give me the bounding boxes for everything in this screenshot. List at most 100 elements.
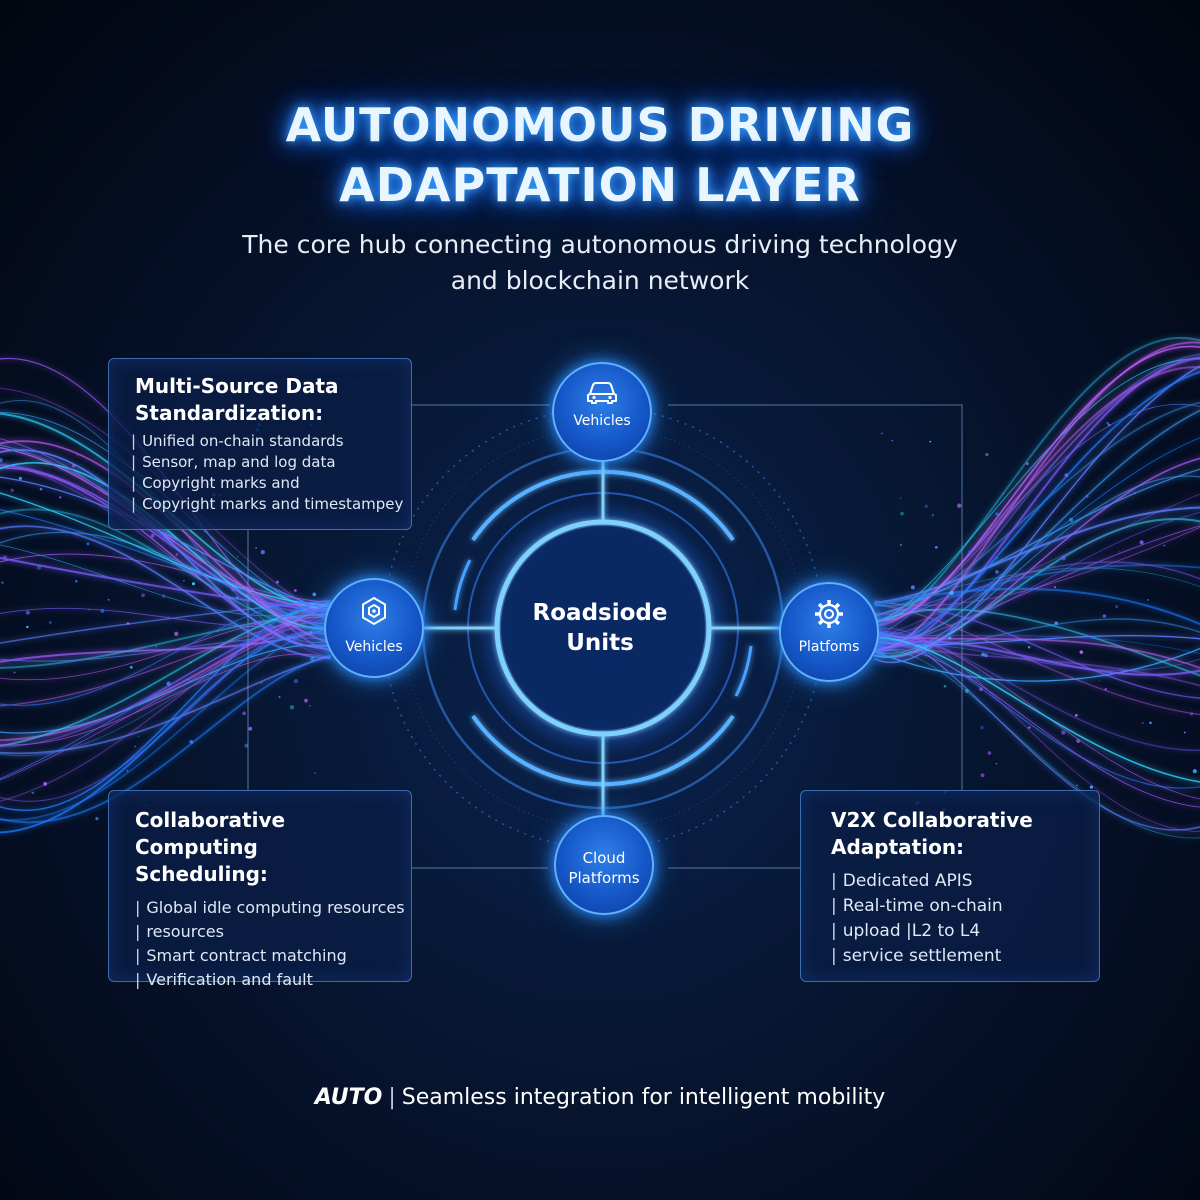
- light-stream: [875, 338, 1200, 622]
- light-particle: [965, 689, 969, 693]
- light-particle: [248, 727, 252, 731]
- light-stream: [0, 556, 330, 612]
- light-particle: [43, 782, 47, 786]
- light-particle: [290, 705, 294, 709]
- light-particle: [175, 553, 178, 556]
- list-item: |Dedicated APIS: [831, 869, 1099, 894]
- light-particle: [900, 544, 902, 546]
- light-particle: [1054, 621, 1057, 624]
- node-label-line-1: Cloud: [556, 849, 652, 868]
- node-vehicles-top[interactable]: Vehicles: [552, 362, 652, 462]
- light-particle: [1184, 732, 1186, 734]
- light-particle: [314, 604, 316, 606]
- light-particle: [14, 672, 16, 674]
- light-particle: [77, 454, 79, 456]
- node-label: Vehicles: [326, 638, 422, 657]
- light-particle: [193, 711, 195, 713]
- light-particle: [996, 557, 998, 559]
- light-particle: [985, 453, 988, 456]
- light-particle: [1142, 722, 1144, 724]
- light-particle: [925, 505, 929, 509]
- list-item: |resources: [135, 920, 411, 944]
- light-particle: [1, 582, 3, 584]
- node-platforms-right[interactable]: Platfoms: [779, 582, 879, 682]
- light-particle: [1140, 540, 1144, 544]
- list-item: |Sensor, map and log data: [131, 452, 411, 473]
- light-particle: [32, 792, 34, 794]
- light-particle: [40, 488, 43, 491]
- light-particle: [957, 504, 961, 508]
- node-vehicles-left[interactable]: Vehicles: [324, 578, 424, 678]
- light-particle: [1061, 730, 1065, 734]
- light-stream: [0, 627, 330, 747]
- right-light-streams: [875, 338, 1200, 838]
- light-particle: [1106, 422, 1109, 425]
- light-particle: [141, 593, 145, 597]
- light-particle: [276, 581, 279, 584]
- light-particle: [968, 550, 972, 554]
- light-particle: [294, 679, 298, 683]
- light-particle: [261, 550, 265, 554]
- light-particle: [900, 497, 901, 498]
- panel-title-line-2: Standardization:: [135, 400, 411, 427]
- panel-title-line-1: V2X Collaborative: [831, 807, 1099, 834]
- light-particle: [950, 591, 954, 595]
- light-particle: [174, 632, 178, 636]
- light-particle: [911, 585, 915, 589]
- light-particle: [294, 589, 297, 592]
- list-item: |upload |L2 to L4: [831, 919, 1099, 944]
- light-particle: [984, 653, 988, 657]
- light-particle: [310, 657, 314, 661]
- light-particle: [314, 772, 316, 774]
- light-particle: [236, 596, 239, 599]
- light-particle: [312, 593, 316, 597]
- hub-label-line-1: Roadsiode: [500, 598, 700, 628]
- light-particle: [1099, 680, 1100, 681]
- node-label-line-2: Platforms: [556, 869, 652, 888]
- hub-label-line-2: Units: [500, 628, 700, 658]
- light-particle: [130, 666, 133, 669]
- title-line-1: AUTONOMOUS DRIVING: [0, 98, 1200, 152]
- light-particle: [951, 627, 953, 629]
- light-particle: [309, 705, 310, 706]
- light-particle: [1134, 492, 1136, 494]
- light-particle: [1115, 605, 1118, 608]
- light-particle: [1069, 518, 1073, 522]
- node-cloud-platforms[interactable]: Cloud Platforms: [554, 815, 654, 915]
- list-item: |Unified on-chain standards: [131, 431, 411, 452]
- list-item: |Global idle computing resources: [135, 896, 411, 920]
- light-particle: [1003, 493, 1005, 495]
- light-particle: [255, 547, 257, 549]
- light-particle: [26, 611, 30, 615]
- light-particle: [0, 458, 3, 462]
- light-particle: [37, 566, 41, 570]
- car-icon: [585, 380, 619, 406]
- list-item: |Verification and fault: [135, 968, 411, 992]
- light-particle: [162, 594, 166, 598]
- light-particle: [935, 546, 938, 549]
- light-particle: [996, 763, 997, 764]
- panel-data-standardization: Multi-Source Data Standardization: |Unif…: [108, 358, 412, 530]
- light-particle: [127, 622, 130, 625]
- light-particle: [1075, 714, 1078, 717]
- light-particle: [944, 685, 947, 688]
- light-particle: [988, 751, 992, 755]
- light-particle: [156, 646, 157, 647]
- light-particle: [187, 678, 190, 681]
- light-particle: [100, 609, 104, 613]
- light-particle: [72, 464, 76, 468]
- light-particle: [932, 514, 934, 516]
- light-particle: [900, 512, 904, 516]
- light-particle: [1076, 739, 1080, 743]
- light-particle: [183, 580, 185, 582]
- light-particle: [134, 746, 136, 748]
- node-label: Platfoms: [781, 638, 877, 657]
- light-particle: [168, 616, 169, 617]
- light-particle: [995, 570, 999, 574]
- light-particle: [217, 631, 218, 632]
- light-particle: [278, 696, 280, 698]
- light-particle: [1062, 556, 1066, 560]
- light-particle: [260, 682, 262, 684]
- light-particle: [11, 489, 14, 492]
- light-particle: [1054, 586, 1056, 588]
